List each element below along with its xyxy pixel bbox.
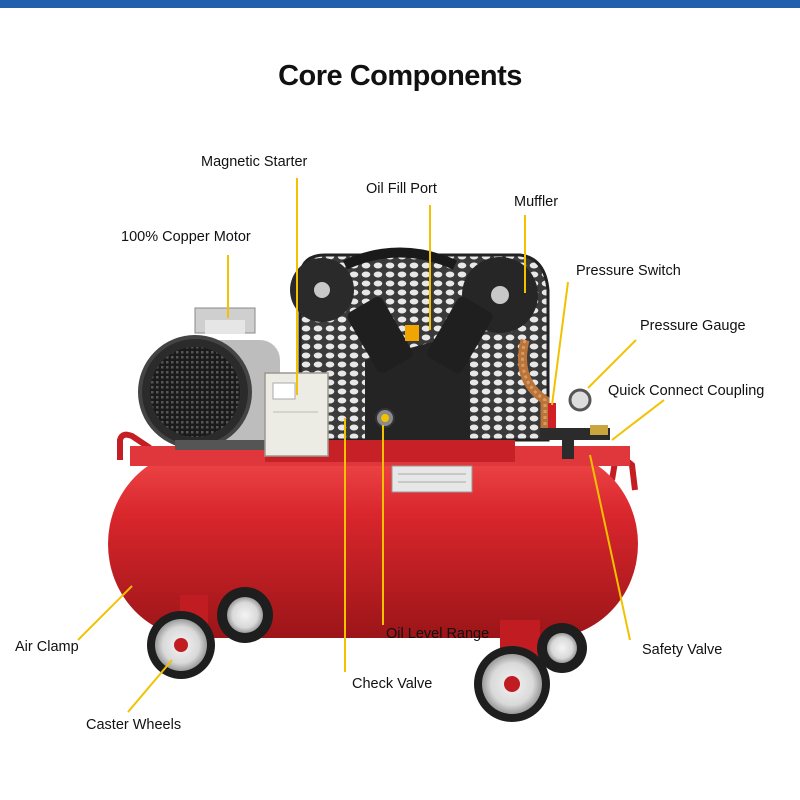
leader-caster-wheels [127, 659, 173, 713]
valve-cluster [540, 388, 610, 459]
motor [138, 307, 280, 450]
leader-air-clamp [77, 585, 133, 641]
label-oil-fill-port: Oil Fill Port [366, 181, 437, 197]
label-quick-connect: Quick Connect Coupling [608, 383, 765, 399]
label-oil-level-range: Oil Level Range [386, 626, 490, 642]
label-safety-valve: Safety Valve [642, 642, 723, 658]
label-copper-motor: 100% Copper Motor [121, 229, 251, 245]
label-magnetic-starter: Magnetic Starter [201, 154, 308, 170]
label-check-valve: Check Valve [352, 676, 433, 692]
label-muffler: Muffler [514, 194, 559, 210]
leader-pressure-gauge [587, 339, 637, 389]
label-air-clamp: Air Clamp [15, 639, 79, 655]
leader-safety-valve [589, 454, 631, 641]
label-pressure-switch: Pressure Switch [576, 263, 681, 279]
discharge-pipe-inner [521, 339, 547, 440]
leader-quick-connect [611, 399, 665, 441]
caster-wheels [147, 587, 587, 722]
page-title: Core Components [278, 60, 522, 92]
leader-lines [77, 178, 665, 713]
compressor-pump [342, 247, 493, 440]
label-pressure-gauge: Pressure Gauge [640, 318, 746, 334]
label-caster-wheels: Caster Wheels [86, 717, 182, 733]
oil-sight-glass [381, 414, 389, 422]
rear-handle [117, 431, 152, 460]
top-accent-bar [0, 0, 800, 8]
leader-pressure-switch [551, 281, 569, 406]
